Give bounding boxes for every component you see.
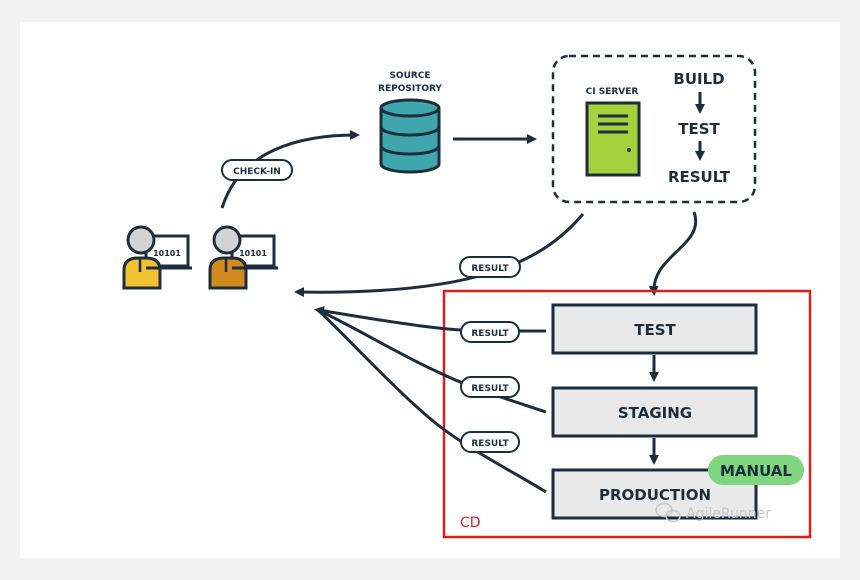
svg-text:TEST: TEST	[634, 321, 676, 339]
cd-label: CD	[460, 515, 481, 531]
developer-body	[122, 256, 162, 290]
ci-step-build: BUILD	[673, 70, 724, 88]
staging-result-pill: RESULT	[460, 376, 520, 398]
cd-box	[442, 289, 812, 539]
production-result-line	[316, 308, 547, 494]
staging-result-line	[317, 308, 547, 414]
developer-head	[126, 225, 156, 255]
svg-text:RESULT: RESULT	[471, 384, 509, 394]
stage-test: TEST	[551, 303, 758, 355]
ci-step-test: TEST	[678, 120, 720, 138]
source-repository: SOURCE REPOSITORY	[378, 71, 442, 174]
laptop-code: 10101	[153, 249, 181, 258]
ci-result-pill: RESULT	[459, 256, 521, 278]
production-result-pill: RESULT	[460, 431, 520, 453]
ci-server-box: CI SERVER BUILD TEST RESULT	[551, 54, 757, 204]
svg-text:RESULT: RESULT	[471, 264, 509, 274]
test-result-pill: RESULT	[460, 321, 520, 343]
svg-text:STAGING: STAGING	[618, 404, 692, 422]
stage-production: PRODUCTION	[551, 468, 758, 520]
laptop-code: 10101	[239, 249, 267, 258]
developer-2: 10101	[208, 225, 278, 290]
svg-text:PRODUCTION: PRODUCTION	[599, 486, 711, 504]
svg-text:AgileRunner: AgileRunner	[686, 506, 771, 522]
stage-staging: STAGING	[551, 386, 758, 438]
ci-step-result: RESULT	[668, 168, 731, 186]
svg-text:MANUAL: MANUAL	[720, 462, 792, 480]
ci-server-label: CI SERVER	[586, 87, 639, 97]
svg-text:RESULT: RESULT	[471, 329, 509, 339]
developer-head	[212, 225, 242, 255]
source-repository-label-line2: REPOSITORY	[378, 84, 442, 94]
developer-1: 10101	[122, 225, 192, 290]
check-in-arrow	[220, 130, 360, 209]
wechat-icon	[655, 502, 681, 523]
source-repository-label-line1: SOURCE	[389, 71, 430, 81]
check-in-pill: CHECK-IN	[221, 159, 293, 181]
ci-to-cd-arrow	[648, 211, 698, 296]
watermark: AgileRunner	[655, 502, 771, 523]
manual-badge: MANUAL	[708, 455, 804, 485]
svg-text:CHECK-IN: CHECK-IN	[233, 167, 281, 177]
database-icon	[379, 98, 441, 174]
server-icon	[585, 101, 641, 177]
svg-text:RESULT: RESULT	[471, 439, 509, 449]
developer-body	[208, 256, 248, 290]
